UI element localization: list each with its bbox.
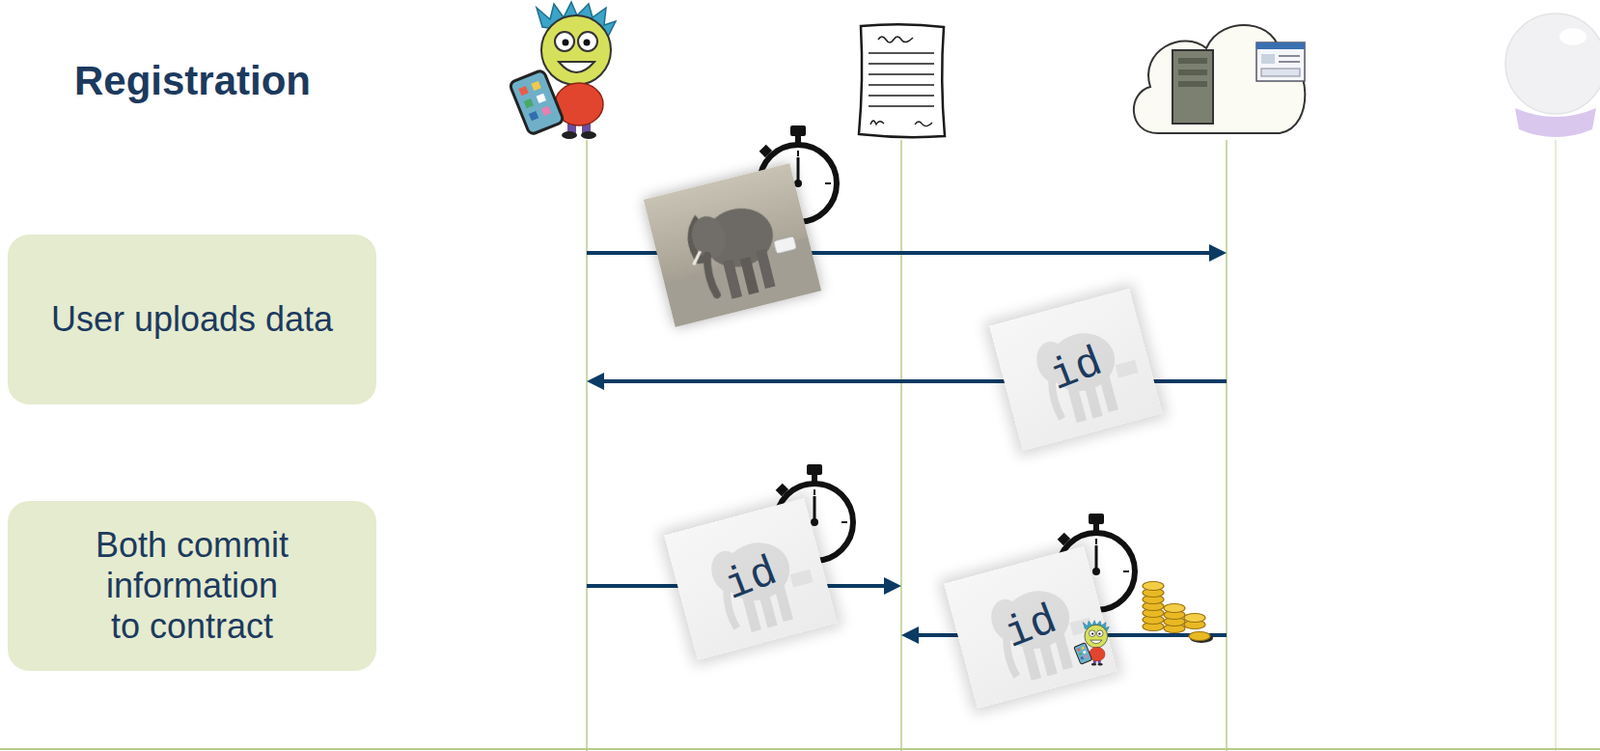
server-cloud-icon: [1256, 42, 1305, 50]
stopwatch-icon: [813, 489, 816, 496]
photo-card: [755, 248, 775, 289]
lifelines: [585, 139, 588, 751]
coins-icon: [1142, 622, 1164, 632]
contract-icon: [868, 62, 935, 65]
card-ghost-image: [790, 569, 814, 588]
photo-card: [772, 235, 798, 254]
contract-icon: [858, 24, 945, 138]
id-card: id: [943, 546, 1118, 709]
lifelines: [1554, 139, 1557, 751]
coins-icon: [1163, 617, 1186, 627]
photo-card: [690, 250, 704, 265]
message-arrows: [1209, 244, 1227, 262]
server-cloud-icon: [1172, 50, 1214, 124]
photo-card: [722, 258, 743, 299]
server-cloud-icon: [1133, 25, 1305, 134]
lifelines: [586, 139, 1556, 751]
card-ghost-image: [1115, 359, 1139, 379]
coins-icon: [1188, 632, 1211, 641]
contract-icon: [870, 120, 933, 127]
stopwatch-icon: [806, 464, 823, 475]
server-cloud-icon: [1133, 25, 1305, 134]
step-label: Both commit information to contract: [90, 524, 294, 647]
id-card: id: [989, 288, 1163, 451]
user-icon: [1074, 620, 1109, 666]
coins-icon: [1163, 604, 1186, 613]
contract-icon: [858, 24, 945, 138]
stopwatch-icon: [1095, 545, 1099, 572]
server-cloud-icon: [1278, 60, 1300, 63]
server-cloud-icon: [1256, 42, 1305, 82]
coins-icon: [1184, 620, 1206, 630]
coins-icon: [1142, 588, 1164, 598]
server-cloud-icon: [1178, 69, 1208, 76]
message-arrows: [883, 577, 902, 595]
photo-card: [704, 255, 718, 296]
server-cloud-icon: [1178, 57, 1208, 64]
contract-icon: [868, 83, 935, 86]
step-box: Both commit information to contract: [7, 500, 377, 671]
server-cloud-icon: [1261, 68, 1300, 77]
message-arrows: [901, 626, 919, 644]
server-cloud-icon: [1278, 55, 1300, 57]
contract-icon: [868, 94, 935, 97]
lifelines: [1225, 139, 1228, 751]
stopwatch-icon: [797, 157, 800, 184]
server-cloud-icon: [1261, 54, 1275, 64]
crystal-ball-icon: [1505, 13, 1600, 114]
card-ghost-image: [987, 579, 1103, 687]
id-card: id: [663, 497, 838, 661]
step-label: User uploads data: [51, 299, 333, 340]
crystal-ball-icon: [1559, 27, 1587, 46]
coins-icon: [1142, 581, 1214, 644]
card-ghost-image: [1032, 321, 1148, 429]
diagram-title: Registration: [74, 57, 311, 105]
card-ghost-image: [707, 530, 823, 638]
coins-icon: [1142, 608, 1164, 618]
lifelines: [900, 139, 903, 751]
server-cloud-icon: [1178, 81, 1208, 87]
stopwatch-icon: [790, 125, 806, 137]
coins-icon: [1142, 581, 1164, 591]
stopwatch-icon: [1123, 570, 1130, 573]
crystal-ball-icon: [1505, 13, 1600, 138]
bottom-rule: [0, 747, 1600, 750]
coins-icon: [1163, 610, 1186, 620]
stopwatch-icon: [810, 518, 819, 526]
contract-icon: [868, 105, 935, 108]
stopwatch-icon: [825, 182, 831, 185]
user-icon: [509, 1, 616, 139]
message-arrows: [586, 372, 605, 390]
coins-icon: [1142, 602, 1164, 611]
stopwatch-icon: [794, 179, 802, 188]
photo-card: [643, 163, 822, 328]
coins-icon: [1189, 633, 1214, 643]
stopwatch-icon: [1095, 538, 1098, 545]
stopwatch-icon: [813, 496, 817, 523]
coins-icon: [1142, 615, 1164, 625]
stopwatch-icon: [1092, 567, 1101, 576]
photo-card: [643, 163, 822, 328]
stopwatch-icon: [797, 150, 800, 157]
step-box: User uploads data: [7, 234, 377, 405]
photo-card: [740, 256, 760, 296]
contract-icon: [868, 73, 935, 76]
contract-icon: [868, 52, 935, 55]
card-ghost-image: [1070, 617, 1094, 636]
coins-icon: [1163, 624, 1186, 634]
contract-icon: [878, 36, 913, 43]
stopwatch-icon: [1088, 513, 1104, 525]
coins-icon: [1184, 613, 1206, 623]
crystal-ball-icon: [1515, 108, 1597, 138]
stopwatch-icon: [841, 521, 848, 524]
coins-icon: [1142, 595, 1164, 605]
